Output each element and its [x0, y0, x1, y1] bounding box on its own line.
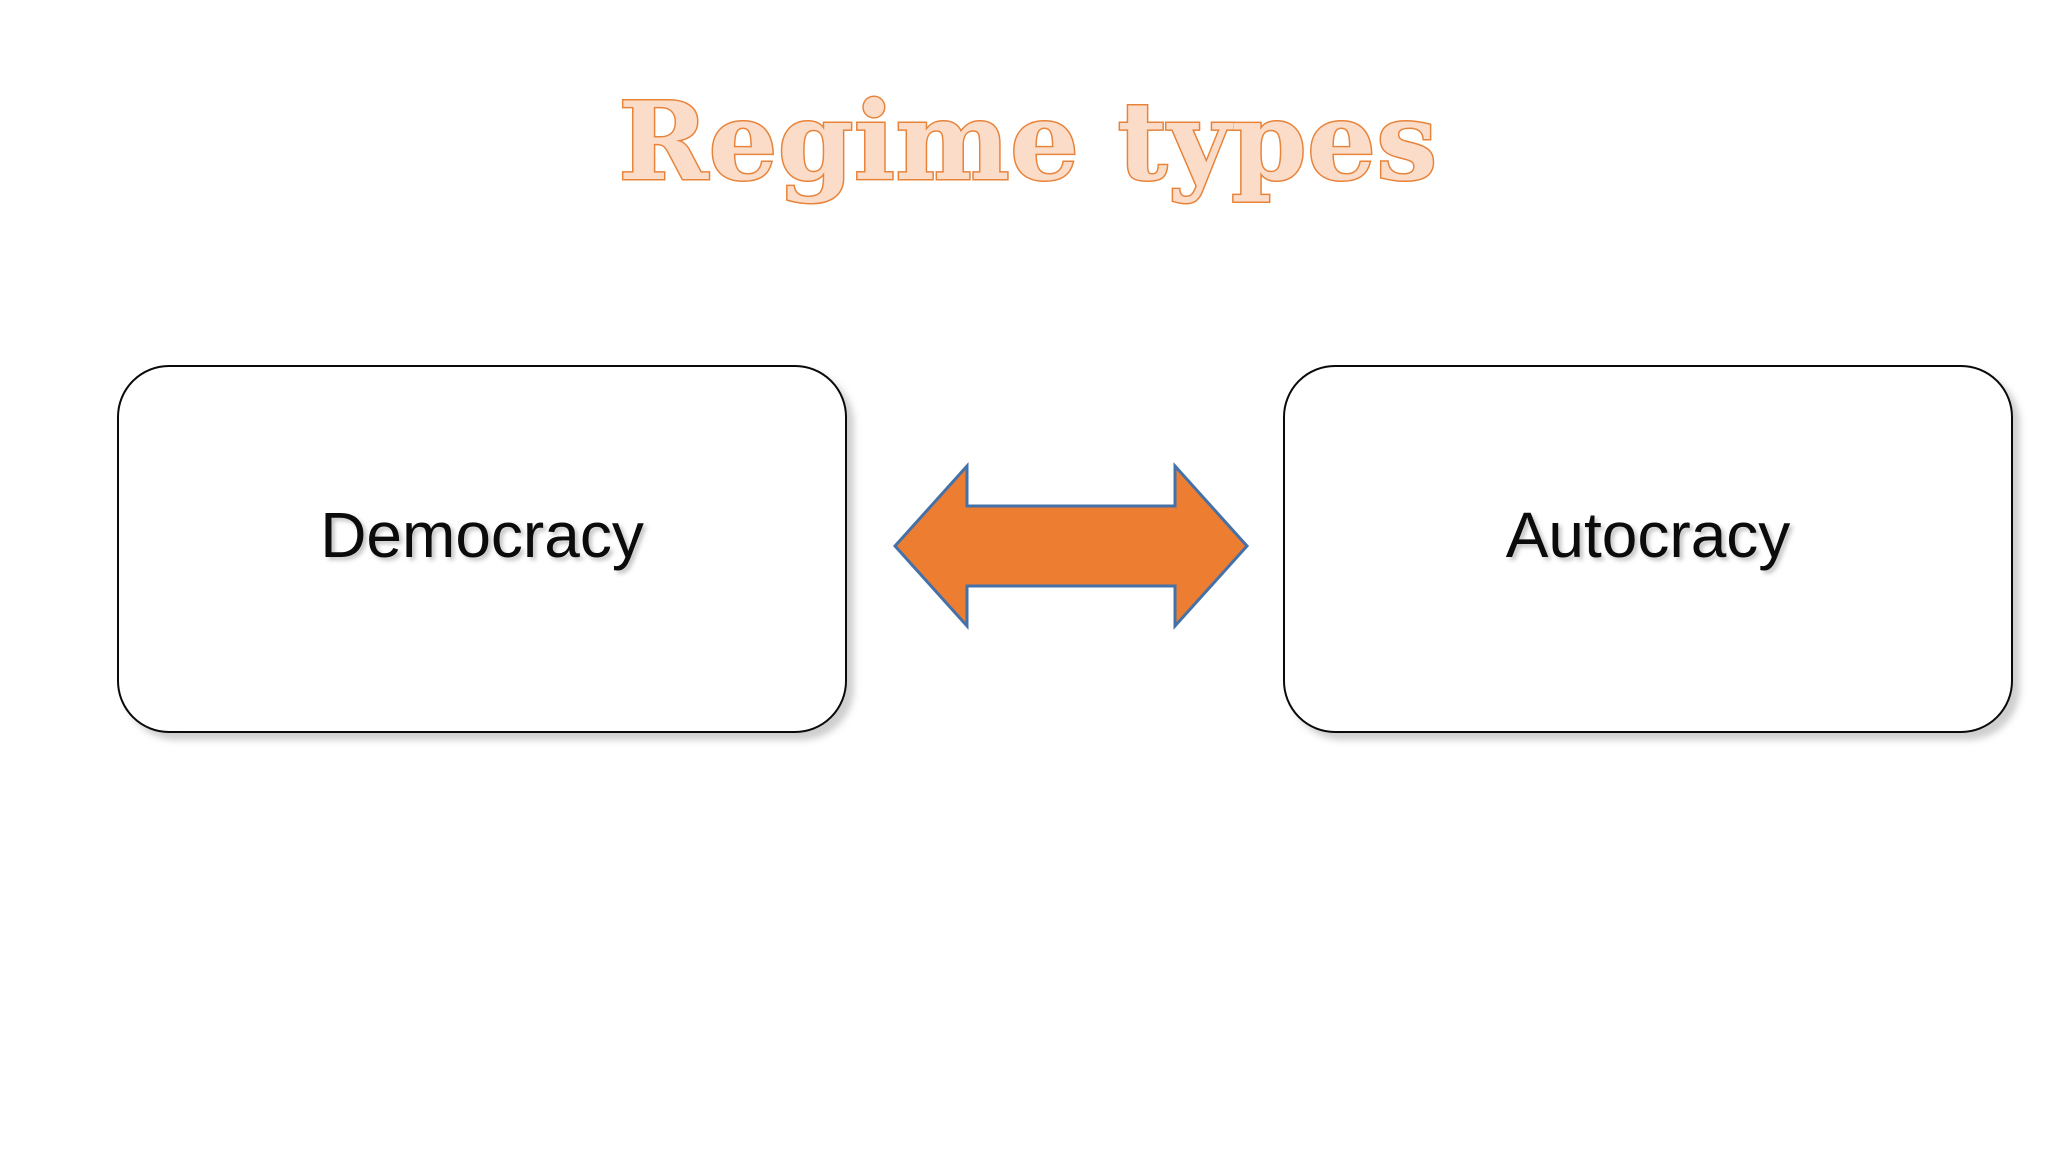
arrow-polygon — [892, 462, 1250, 630]
double-headed-arrow-shape — [892, 462, 1250, 630]
regime-box-autocracy[interactable]: Autocracy — [1283, 365, 2013, 733]
regime-box-autocracy-label: Autocracy — [1505, 499, 1791, 571]
regime-box-democracy[interactable]: Democracy — [117, 365, 847, 733]
double-headed-arrow-icon — [892, 461, 1250, 631]
regime-box-democracy-label: Democracy — [320, 499, 644, 571]
page-title: Regime types — [617, 79, 1439, 205]
